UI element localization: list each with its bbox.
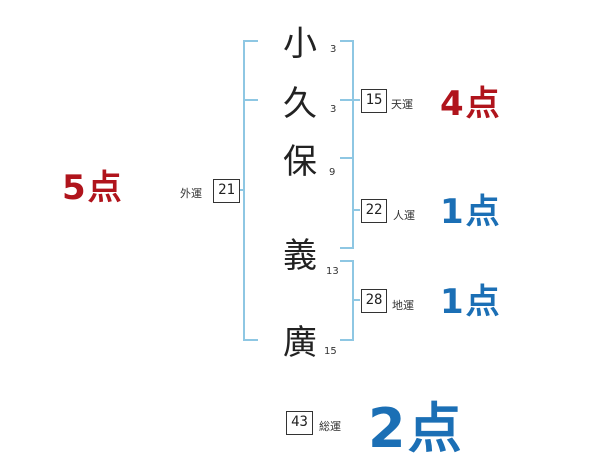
chiun-score: 1点 [440,282,502,322]
name-char-2: 久 [283,84,317,124]
jinun-label: 人運 [393,209,415,222]
gaiun-score: 5点 [62,168,124,208]
gaiun-label: 外運 [180,187,202,200]
name-char-5: 廣 [283,323,317,363]
chiun-label: 地運 [392,299,414,312]
gaiun-bracket [243,40,258,341]
tenun-score: 4点 [440,84,502,124]
chiun-value-box: 28 [361,289,387,313]
jinun-bracket [340,157,354,249]
stroke-count-3: 9 [329,167,336,178]
jinun-value-box: 22 [361,199,387,223]
stroke-count-2: 3 [330,104,337,115]
stroke-count-1: 3 [330,44,337,55]
tenun-value-box: 15 [361,89,387,113]
chiun-bracket [340,260,354,341]
souun-score: 2点 [368,397,464,460]
stroke-count-4: 13 [326,266,339,277]
souun-label: 総運 [319,420,341,433]
tenun-label: 天運 [391,98,413,111]
jinun-score: 1点 [440,192,502,232]
gaiun-value-box: 21 [213,179,240,203]
souun-value-box: 43 [286,411,313,435]
name-char-4: 義 [283,236,317,276]
name-char-3: 保 [283,142,317,182]
stroke-count-5: 15 [324,346,337,357]
name-char-1: 小 [283,24,317,64]
